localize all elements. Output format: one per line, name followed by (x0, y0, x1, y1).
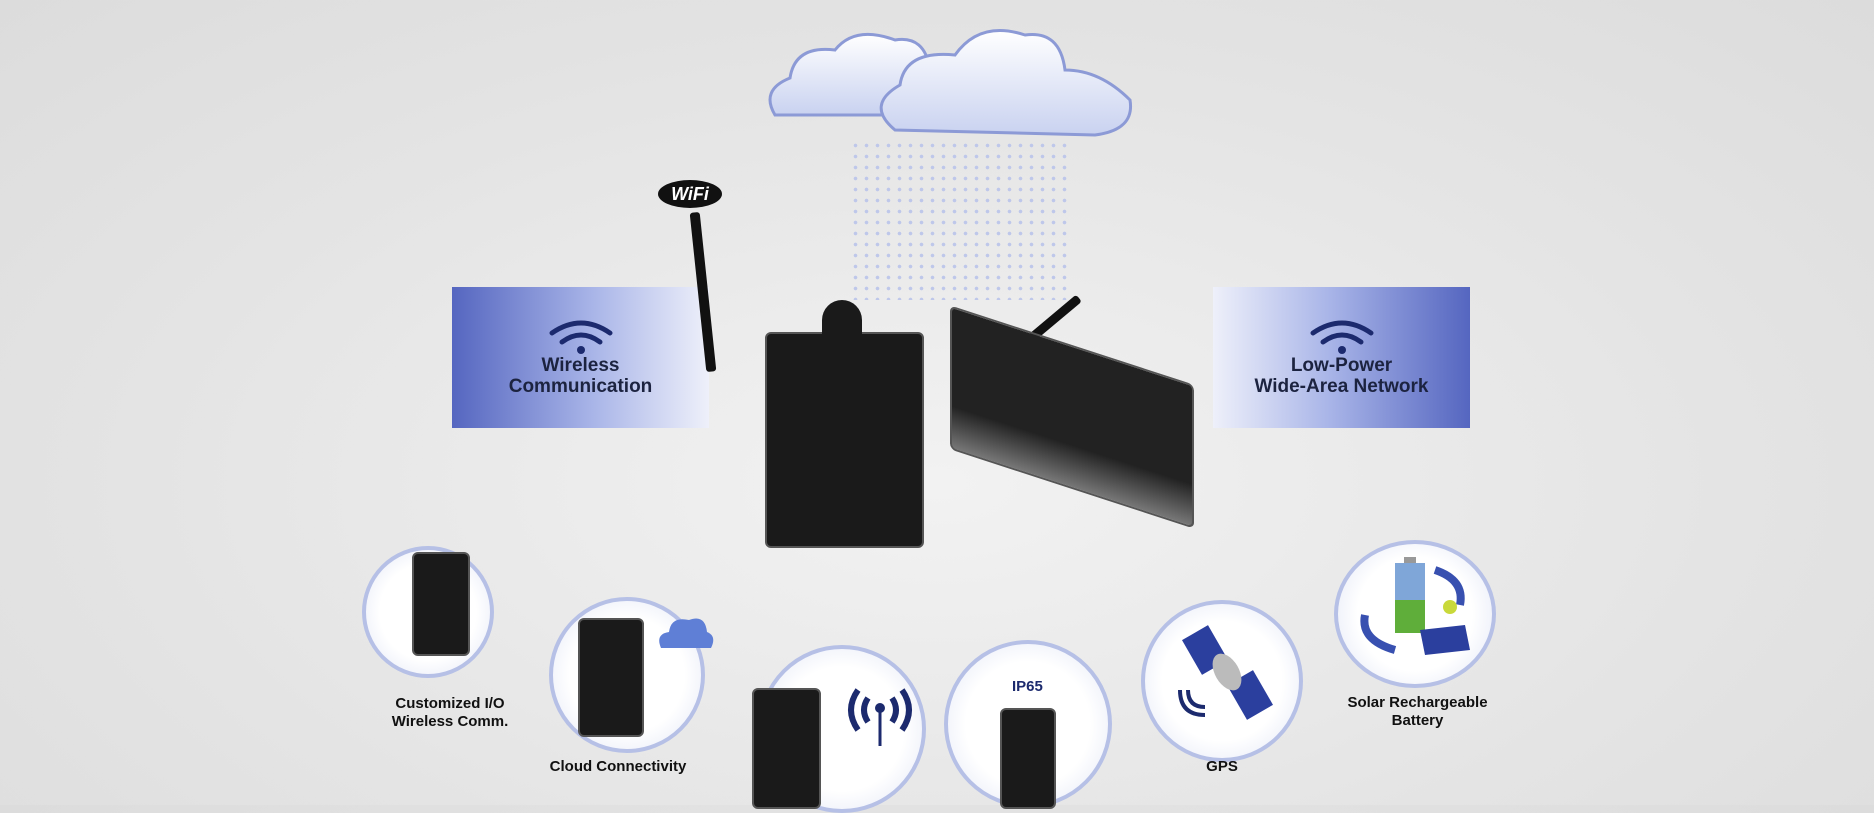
cloud-icon (659, 618, 714, 648)
gateway-device-front (765, 332, 924, 548)
panel-title-line2: Wide-Area Network (1254, 375, 1429, 397)
lpwan-panel: Low-Power Wide-Area Network (1213, 287, 1470, 428)
device-thumbnail (578, 618, 644, 737)
device-thumbnail (752, 688, 821, 809)
label-line1: Customized I/O (395, 695, 505, 712)
feature-label: GPS (1182, 758, 1262, 776)
label-line1: Cloud Connectivity (549, 758, 687, 775)
feature-label: Cloud Connectivity (538, 758, 698, 776)
solar-battery-icon (1360, 557, 1470, 655)
gateway-device-side (950, 305, 1194, 529)
wifi-icon (1310, 320, 1373, 354)
panel-title-line1: Low-Power (1290, 354, 1393, 376)
label-line1: GPS (1206, 758, 1238, 775)
antenna-signal-icon (848, 688, 912, 746)
satellite-icon (1178, 625, 1273, 720)
panel-title-line2: Communication (508, 375, 653, 397)
feature-label: Customized I/O Wireless Comm. (375, 695, 525, 731)
cloud-icon (768, 29, 1133, 137)
wifi-icon (549, 320, 612, 354)
mounting-tab (822, 300, 862, 336)
label-line2: Wireless Comm. (391, 713, 509, 730)
feature-label: Solar Rechargeable Battery (1335, 694, 1500, 730)
label-line2: Battery (1391, 712, 1444, 729)
wifi-logo: WiFi (658, 180, 722, 208)
device-thumbnail (412, 552, 470, 656)
panel-title-line1: Wireless (541, 354, 620, 376)
data-rain-pattern (850, 140, 1070, 300)
wireless-communication-panel: Wireless Communication (452, 287, 709, 428)
ip65-badge: IP65 (1012, 678, 1043, 695)
device-thumbnail (1000, 708, 1056, 809)
label-line1: Solar Rechargeable (1347, 694, 1488, 711)
